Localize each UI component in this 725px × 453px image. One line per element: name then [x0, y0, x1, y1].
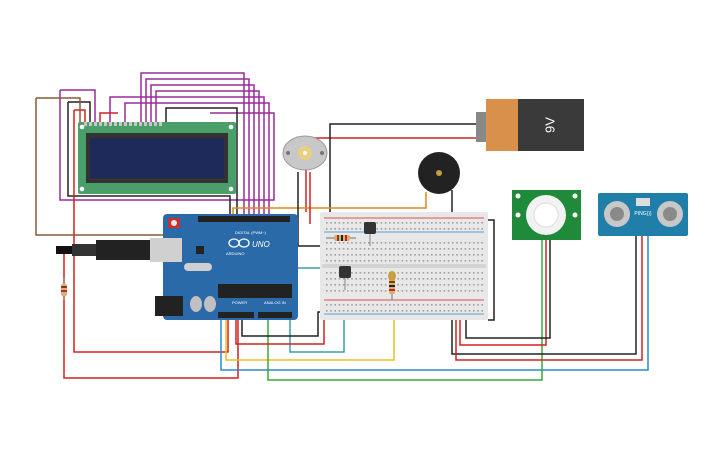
ultrasonic-sensor[interactable]: PING))): [598, 193, 688, 236]
digital-header: [198, 216, 290, 222]
lcd-pins: [84, 122, 162, 126]
wire-bb-black-right[interactable]: [487, 219, 495, 321]
wire-brown[interactable]: [35, 98, 163, 236]
regulator: [196, 246, 204, 254]
lcd-mount-hole: [79, 124, 85, 130]
capacitor: [190, 296, 202, 312]
wire-lcd-black-2[interactable]: [67, 102, 231, 216]
lcd-mount-hole: [79, 186, 85, 192]
power-header: [218, 312, 254, 318]
pir-sensor[interactable]: [512, 190, 581, 240]
dc-jack: [155, 296, 183, 316]
lcd-mount-hole: [228, 124, 234, 130]
wire-lcd-red-1[interactable]: [74, 109, 86, 122]
usb-port: [150, 238, 182, 262]
wire-battery-black[interactable]: [329, 123, 478, 212]
wire-green[interactable]: [267, 240, 543, 381]
wire-lcd-purple-2[interactable]: [145, 78, 250, 216]
power-label: POWER: [232, 300, 247, 305]
wire-pir-black[interactable]: [465, 240, 551, 339]
wire-us-black[interactable]: [451, 232, 637, 355]
wire-lcd-purple-5[interactable]: [109, 96, 265, 216]
breadboard-holes: [326, 222, 483, 312]
board-label: UNO: [252, 240, 270, 249]
reset-button-cap: [171, 220, 177, 226]
breadboard[interactable]: [320, 212, 488, 320]
lcd-mount-hole: [228, 186, 234, 192]
piezo-buzzer[interactable]: [418, 152, 460, 194]
wire-pir-red[interactable]: [459, 240, 547, 346]
analog-header: [258, 312, 292, 318]
resistor-1: [326, 235, 356, 241]
wire-yellow[interactable]: [225, 282, 395, 361]
arduino-board[interactable]: DIGITAL (PWM~) POWER ANALOG IN UNO ARDUI…: [150, 214, 298, 320]
wire-lcd-red-3[interactable]: [99, 112, 118, 122]
battery-terminals: [476, 112, 488, 142]
resistor-left: [61, 278, 67, 300]
analog-label: ANALOG IN: [264, 300, 286, 305]
wire-us-red[interactable]: [455, 232, 643, 361]
wire-lcd-red-2[interactable]: [73, 110, 229, 353]
ultrasonic-label: PING))): [634, 211, 652, 217]
arduino-logo: [228, 238, 250, 248]
usb-cable: [56, 240, 150, 260]
wire-brown-2[interactable]: [36, 97, 81, 122]
digital-header-label: DIGITAL (PWM~): [235, 230, 267, 235]
battery-label: 9V: [542, 117, 557, 133]
crystal: [184, 263, 212, 271]
transistor-1: [364, 222, 376, 246]
battery-body: [518, 99, 584, 151]
dc-motor[interactable]: [282, 135, 328, 171]
lcd-screen: [90, 138, 224, 178]
photoresistor: [388, 271, 396, 281]
wire-orange[interactable]: [232, 192, 427, 216]
wire-lcd-purple-8[interactable]: [60, 89, 96, 122]
wire-lcd-purple-7[interactable]: [59, 90, 275, 201]
wire-lcd-black-3[interactable]: [165, 107, 238, 216]
wire-blue[interactable]: [220, 232, 649, 371]
lcd-display[interactable]: [78, 122, 236, 194]
wires: [35, 72, 649, 381]
battery-cap: [486, 99, 520, 151]
wire-resistor-red[interactable]: [63, 250, 239, 379]
battery-9v[interactable]: 9V: [476, 99, 584, 151]
capacitor: [204, 296, 216, 312]
transistor-2: [339, 266, 351, 290]
microcontroller-chip: [218, 284, 292, 298]
wire-lcd-purple-6[interactable]: [124, 102, 270, 216]
wire-lcd-purple-4[interactable]: [155, 90, 260, 216]
wire-5v-red[interactable]: [235, 315, 334, 345]
wire-lcd-black-1[interactable]: [68, 101, 91, 122]
brand-label: ARDUINO: [226, 251, 244, 256]
